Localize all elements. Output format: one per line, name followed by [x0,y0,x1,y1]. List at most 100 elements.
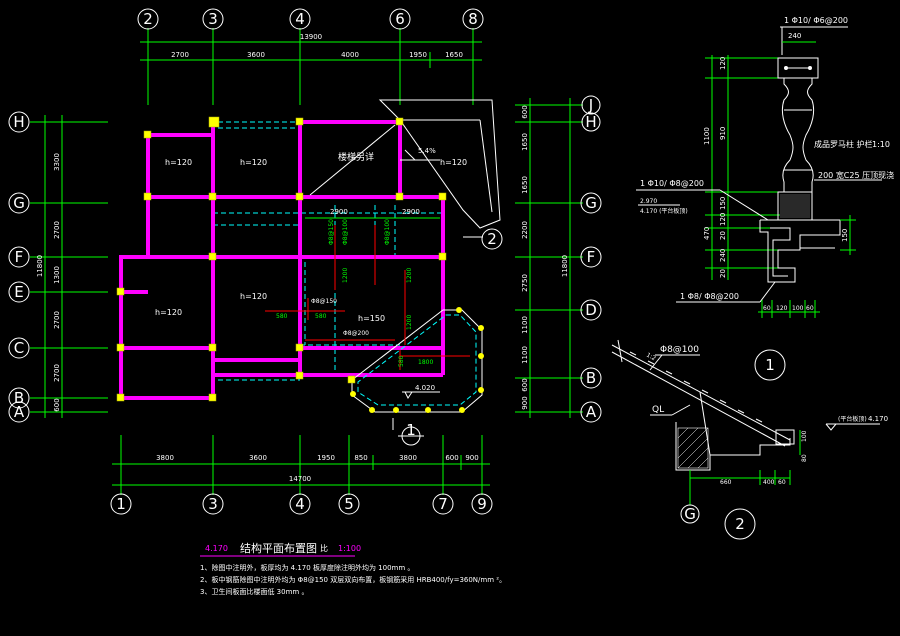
axis-right-J: J [588,96,593,114]
inner-dim-2: 2900 [402,208,420,216]
rebar-mark-9: 1200 [406,315,413,330]
dim-bottom-2: 3600 [249,454,267,462]
rebar-mark-8: 580 [315,313,327,320]
s1-tag: 1 [765,356,775,374]
s2-level-note: (平台板顶) [838,415,867,423]
axis-right-B: B [586,369,596,387]
rebar-mark-10: Φ8@200 [343,330,369,337]
title-level: 4.170 [205,544,228,553]
stair-label: 楼梯另详 [338,151,374,163]
dim-bottom-5: 3800 [399,454,417,462]
dim-left-1: 3300 [53,153,61,171]
dim-left-total: 11800 [36,255,44,277]
left-axis-bubbles: H G F E C B A [8,111,30,423]
note-3: 3、卫生间板面比楼面低 30mm 。 [200,587,308,596]
axis-top-2: 2 [143,10,153,28]
s2-slope: 1:2 [645,352,657,363]
stair-roof-area: 楼梯另详 5.4% [309,99,501,229]
rebar-mark-4: 1200 [342,268,349,283]
axis-left-F: F [15,248,24,266]
dim-right-7: 1100 [521,346,529,364]
axis-top-6: 6 [395,10,405,28]
axis-bottom-1: 1 [116,495,126,513]
columns [116,116,447,402]
dim-right-5: 2750 [521,274,529,292]
bay-window [351,309,483,413]
rebar-mark-12: 1800 [418,359,433,366]
s2-dim-side-1: 100 [801,430,808,442]
s1-dim-8: 240 [719,249,727,262]
s1-slab-note: 200 宽C25 压顶现浇 [818,170,894,180]
s1-rebar-note-2: 1 Φ8/ Φ8@200 [680,292,739,301]
axis-right-H: H [585,113,596,131]
roof-slope: 5.4% [418,147,436,155]
dim-bottom-total: 14700 [289,475,311,483]
dim-top-1: 2700 [171,51,189,59]
dim-right-total: 11800 [561,255,569,277]
rebar-mark-7: 580 [276,313,288,320]
dim-bottom-4: 850 [354,454,367,462]
axis-top-8: 8 [468,10,478,28]
axis-right-D: D [585,301,597,319]
s1-top-note: 1 Φ10/ Φ6@200 [784,16,848,25]
dim-top-5: 1650 [445,51,463,59]
s1-width-240: 240 [788,32,801,40]
axis-bottom-4: 4 [295,495,305,513]
s2-level: 4.170 [868,415,888,423]
top-dimension-group: 13900 2700 3600 4000 1950 1650 [140,28,482,105]
floor-plan: 楼梯另详 5.4% [116,99,503,446]
bay-window-posts [350,307,484,413]
s1-level-left: 2.970 [640,198,657,205]
dim-bottom-6: 600 [445,454,458,462]
s2-beam: QL [652,405,664,415]
right-dimension-group: 600 1650 1650 2200 2750 1100 1100 600 90… [515,98,583,418]
s1-level-left-note: 4.170 (平台板顶) [640,207,688,215]
dim-top-3: 4000 [341,51,359,59]
axis-bottom-7: 7 [438,495,448,513]
s1-dim-1: 120 [719,57,727,70]
dim-left-2: 2700 [53,221,61,239]
s1-dim-6: 20 [719,231,727,240]
drawing-title-block: 4.170 结构平面布置图 比 1:100 1、除图中注明外，板厚均为 4.17… [200,541,506,596]
s1-dim-150: 150 [841,229,849,242]
dim-top-4: 1950 [409,51,427,59]
section-ref-number: 1 [406,421,416,439]
left-dimension-group: 11800 3300 2700 1300 2700 2700 600 [30,115,108,418]
s2-axis: G [684,505,696,523]
rebar-mark-5: 1200 [406,268,413,283]
axis-top-3: 3 [208,10,218,28]
room-label-4: h=120 [155,308,182,317]
dim-right-9: 900 [521,396,529,409]
note-1: 1、除图中注明外，板厚均为 4.170 板厚度除注明外均为 100mm 。 [200,563,414,572]
axis-bottom-5: 5 [344,495,354,513]
inner-dim-1: 2900 [330,208,348,216]
axis-bottom-9: 9 [477,495,487,513]
note-2: 2、板中钢筋除图中注明外均为 Φ8@150 双层双向布置，板钢筋采用 HRB40… [200,575,506,584]
s2-dim-2: 400 [763,479,775,486]
section-ref-1: 1 [392,418,424,446]
detail-ref-2: 2 [463,228,503,250]
s1-dim-b3: 100 [792,305,804,312]
level-mark: 4.020 [402,384,440,399]
axis-left-H: H [13,113,24,131]
rebar-mark-6: Φ8@150 [311,298,337,305]
s2-dim-1: 660 [720,479,732,486]
s1-dim-b1: 60 [763,305,771,312]
room-label-5: h=120 [240,292,267,301]
rebar-mark-2: Φ8@100 [384,219,391,245]
bottom-axis-bubbles: 1 3 4 5 7 9 [110,493,493,515]
dim-left-6: 600 [53,398,61,411]
dim-right-6: 1100 [521,316,529,334]
rebar-mark-11: 580 [398,355,405,367]
dim-bottom-1: 3800 [156,454,174,462]
s1-dim-b4: 60 [806,305,814,312]
dim-right-1: 600 [521,105,529,118]
section-1-detail: 1 Φ10/ Φ6@200 240 120 910 1100 150 120 2… [636,16,894,381]
axis-left-A: A [14,403,25,421]
drawing-title: 结构平面布置图 [240,541,317,555]
level-mark-text: 4.020 [415,384,435,392]
dim-left-5: 2700 [53,364,61,382]
s1-rebar-note-1: 1 Φ10/ Φ8@200 [640,179,704,188]
bottom-dimension-group: 3800 3600 1950 850 3800 600 900 14700 [112,435,490,495]
